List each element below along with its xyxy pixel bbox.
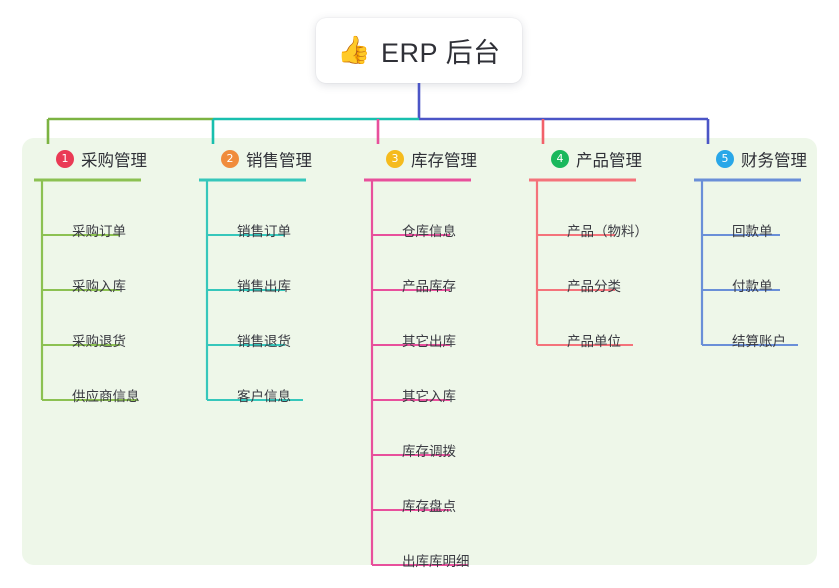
- branch-item[interactable]: 销售订单: [205, 194, 312, 249]
- branch-item-label: 产品库存: [402, 279, 456, 294]
- branch-header-5[interactable]: 5 财务管理: [700, 146, 807, 172]
- thumbs-up-icon: 👍: [337, 35, 372, 66]
- branch-header-1[interactable]: 1 采购管理: [40, 146, 147, 172]
- branch-item-label: 产品（物料）: [567, 224, 648, 239]
- branch-item-label: 产品分类: [567, 279, 621, 294]
- branch-item-label: 库存调拨: [402, 444, 456, 459]
- branch-item-label: 销售订单: [237, 224, 291, 239]
- branch-item[interactable]: 销售出库: [205, 249, 312, 304]
- branch-column-2: 2 销售管理销售订单销售出库销售退货客户信息: [205, 146, 312, 414]
- branch-item[interactable]: 库存调拨: [370, 414, 477, 469]
- branch-item-label: 结算账户: [732, 334, 786, 349]
- branch-item-label: 库存盘点: [402, 499, 456, 514]
- branch-item[interactable]: 回款单: [700, 194, 807, 249]
- root-node-title: ERP 后台: [381, 38, 501, 68]
- branch-item-label: 供应商信息: [72, 389, 140, 404]
- branch-item-label: 采购入库: [72, 279, 126, 294]
- branch-column-4: 4 产品管理产品（物料） 产品分类产品单位: [535, 146, 648, 359]
- branch-item[interactable]: 产品（物料）: [535, 194, 648, 249]
- branch-item[interactable]: 仓库信息: [370, 194, 477, 249]
- branch-header-3[interactable]: 3 库存管理: [370, 146, 477, 172]
- branch-item-label: 产品单位: [567, 334, 621, 349]
- branch-item-label: 付款单: [732, 279, 773, 294]
- branch-item-label: 仓库信息: [402, 224, 456, 239]
- branch-item[interactable]: 其它入库: [370, 359, 477, 414]
- branch-item-list: 产品（物料） 产品分类产品单位: [535, 194, 648, 359]
- branch-item-label: 出库库明细: [402, 554, 470, 569]
- branch-item-list: 销售订单销售出库销售退货客户信息: [205, 194, 312, 414]
- branch-item[interactable]: 出库库明细: [370, 524, 477, 579]
- branch-item[interactable]: 产品分类: [535, 249, 642, 304]
- branch-column-5: 5 财务管理回款单付款单结算账户: [700, 146, 807, 359]
- branch-item[interactable]: 付款单: [700, 249, 807, 304]
- branch-item[interactable]: 销售退货: [205, 304, 312, 359]
- branch-column-1: 1 采购管理采购订单采购入库采购退货供应商信息: [40, 146, 147, 414]
- root-node-erp-backend[interactable]: 👍 ERP 后台: [316, 18, 522, 83]
- branch-item[interactable]: 采购退货: [40, 304, 147, 359]
- branch-number-badge: 3: [386, 150, 404, 168]
- branch-item[interactable]: 客户信息: [205, 359, 312, 414]
- branch-item[interactable]: 结算账户: [700, 304, 807, 359]
- branch-item-label: 客户信息: [237, 389, 291, 404]
- branch-item[interactable]: 采购订单: [40, 194, 147, 249]
- branch-number-badge: 4: [551, 150, 569, 168]
- branch-item[interactable]: 产品单位: [535, 304, 642, 359]
- branch-item[interactable]: 库存盘点: [370, 469, 477, 524]
- branch-item-label: 销售出库: [237, 279, 291, 294]
- branch-item-label: 采购退货: [72, 334, 126, 349]
- branch-item-label: 销售退货: [237, 334, 291, 349]
- branch-panel-background: [22, 138, 817, 565]
- branch-column-3: 3 库存管理仓库信息产品库存其它出库其它入库库存调拨库存盘点出库库明细: [370, 146, 477, 579]
- branch-title: 产品管理: [576, 152, 642, 170]
- branch-title: 销售管理: [246, 152, 312, 170]
- branch-item-label: 采购订单: [72, 224, 126, 239]
- branch-title: 采购管理: [81, 152, 147, 170]
- branch-item-label: 其它出库: [402, 334, 456, 349]
- branch-title: 库存管理: [411, 152, 477, 170]
- branch-item-list: 回款单付款单结算账户: [700, 194, 807, 359]
- branch-header-4[interactable]: 4 产品管理: [535, 146, 642, 172]
- branch-item-list: 仓库信息产品库存其它出库其它入库库存调拨库存盘点出库库明细: [370, 194, 477, 579]
- branch-item[interactable]: 产品库存: [370, 249, 477, 304]
- branch-item-label: 其它入库: [402, 389, 456, 404]
- branch-number-badge: 5: [716, 150, 734, 168]
- branch-title: 财务管理: [741, 152, 807, 170]
- branch-item-list: 采购订单采购入库采购退货供应商信息: [40, 194, 147, 414]
- branch-item[interactable]: 供应商信息: [40, 359, 147, 414]
- branch-header-2[interactable]: 2 销售管理: [205, 146, 312, 172]
- branch-number-badge: 2: [221, 150, 239, 168]
- branch-item[interactable]: 其它出库: [370, 304, 477, 359]
- branch-item-label: 回款单: [732, 224, 773, 239]
- branch-number-badge: 1: [56, 150, 74, 168]
- branch-item[interactable]: 采购入库: [40, 249, 147, 304]
